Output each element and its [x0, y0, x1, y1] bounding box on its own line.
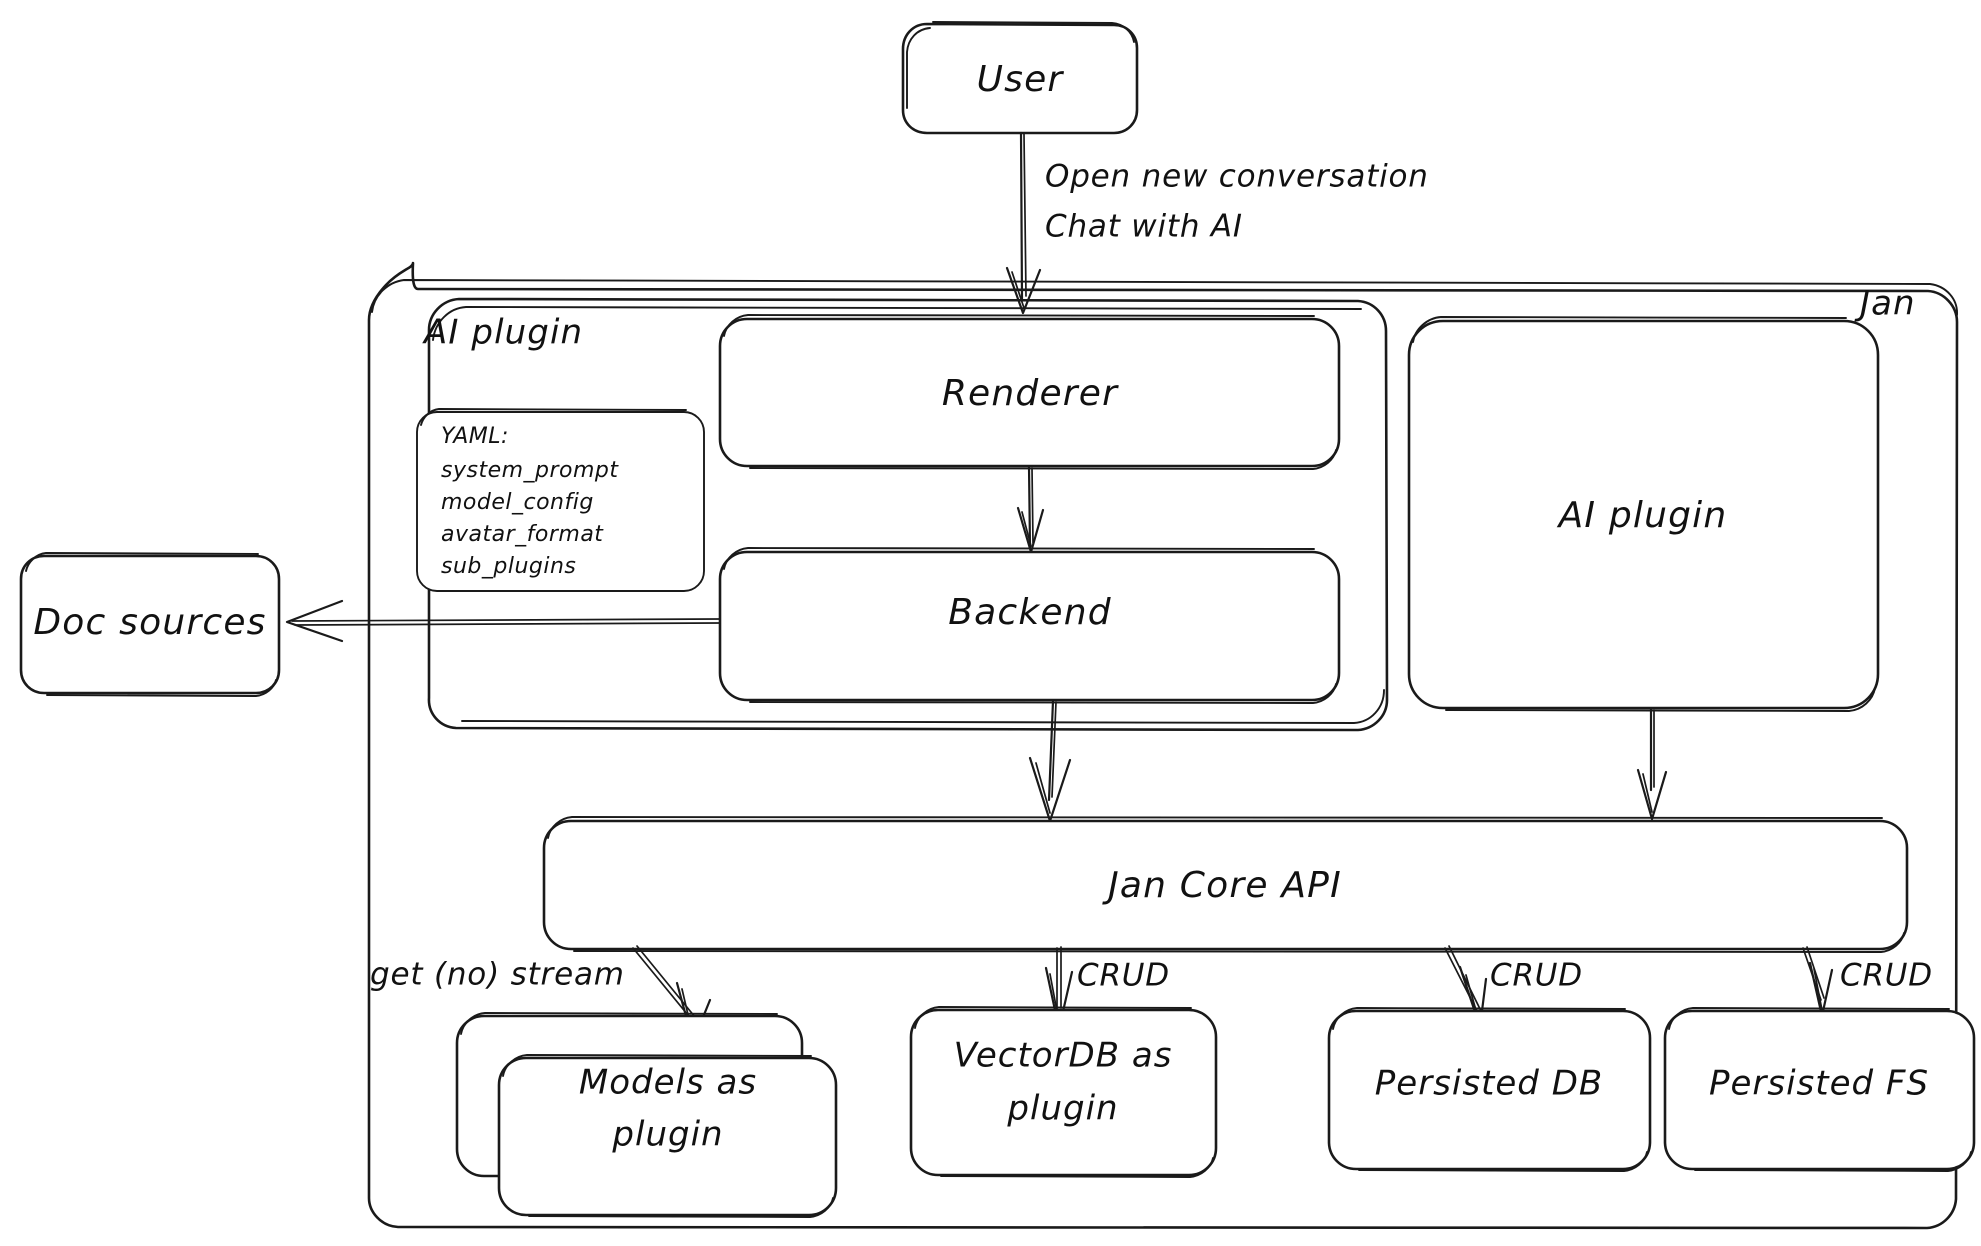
node-user[interactable] [901, 21, 1139, 135]
node-persisted-db-label: Persisted DB [1375, 1064, 1603, 1104]
node-models-plugin[interactable] [455, 1012, 838, 1218]
edge-renderer-to-backend [1016, 465, 1045, 554]
node-vectordb-plugin-label-line1: VectorDB as [954, 1036, 1173, 1076]
yaml-item-model-config: model_config [441, 490, 594, 515]
jan-container-label: Jan [1854, 284, 1916, 324]
node-persisted-fs[interactable] [1663, 1007, 1976, 1172]
edge-api-to-persisted-fs-label: CRUD [1840, 958, 1933, 994]
yaml-item-sub-plugins: sub_plugins [441, 554, 576, 579]
node-persisted-fs-label: Persisted FS [1709, 1064, 1929, 1104]
node-doc-sources[interactable] [19, 552, 281, 697]
edge-backend-to-doc-sources [285, 599, 721, 643]
node-models-plugin-label-line1: Models as [579, 1063, 757, 1103]
edge-api-to-vectordb-label: CRUD [1077, 958, 1170, 994]
yaml-config-card [416, 408, 705, 592]
ai-plugin-group-container [427, 297, 1389, 732]
edge-backend-to-core-api [1028, 699, 1072, 823]
edge-user-to-renderer [1005, 131, 1042, 315]
edge-user-to-renderer-label-line1: Open new conversation [1045, 159, 1429, 195]
node-vectordb-plugin-label-line2: plugin [1006, 1089, 1118, 1129]
node-doc-sources-label: Doc sources [33, 602, 266, 643]
node-renderer[interactable] [718, 314, 1341, 470]
node-persisted-db[interactable] [1327, 1007, 1652, 1172]
node-ai-plugin-box-label: AI plugin [1557, 495, 1728, 536]
jan-container [367, 261, 1959, 1230]
node-backend-label: Backend [948, 592, 1112, 633]
node-backend[interactable] [718, 547, 1341, 704]
yaml-item-avatar-format: avatar_format [441, 522, 604, 547]
yaml-card-header: YAML: [441, 424, 509, 449]
node-renderer-label: Renderer [942, 373, 1119, 414]
edge-user-to-renderer-label-line2: Chat with AI [1045, 209, 1243, 245]
node-jan-core-api[interactable] [542, 816, 1909, 953]
node-vectordb-plugin[interactable] [909, 1006, 1218, 1178]
yaml-item-system-prompt: system_prompt [441, 458, 619, 483]
node-ai-plugin-box[interactable] [1407, 316, 1880, 712]
node-models-plugin-label-line2: plugin [611, 1115, 723, 1155]
edge-api-to-persisted-fs [1802, 946, 1834, 1018]
edge-ai-plugin-to-core-api [1636, 707, 1668, 821]
edge-api-to-models-label: get (no) stream [370, 957, 625, 993]
node-jan-core-api-label: Jan Core API [1102, 865, 1342, 906]
edge-api-to-persisted-db-label: CRUD [1490, 958, 1583, 994]
edge-api-to-persisted-db [1444, 945, 1488, 1029]
node-user-label: User [977, 59, 1065, 100]
ai-plugin-group-label: AI plugin [422, 313, 583, 353]
